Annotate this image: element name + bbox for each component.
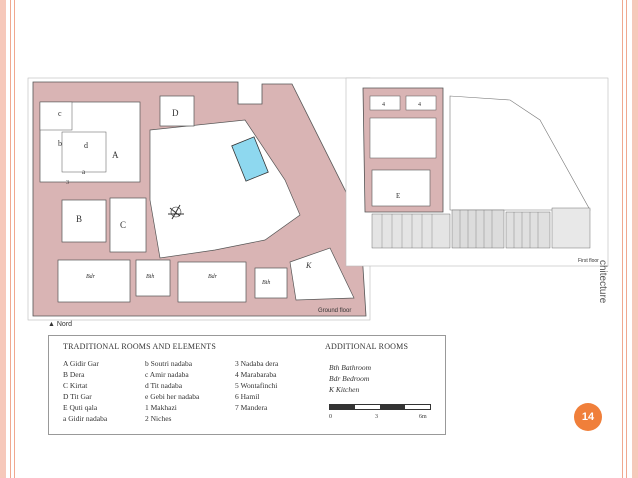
room-bth-2 <box>254 267 288 299</box>
legend-col2: b Soutri nadaba c Amir nadaba d Tit nada… <box>145 358 199 424</box>
label-c: c <box>58 109 62 118</box>
label-4a: 4 <box>382 102 385 108</box>
slide-right-border <box>632 0 638 478</box>
label-A: A <box>112 150 119 160</box>
legend-item: 3 Nadaba dera <box>235 359 279 368</box>
legend-item: Bdr Bedroom <box>329 374 370 383</box>
slide-left-border <box>0 0 6 478</box>
legend: TRADITIONAL ROOMS AND ELEMENTS ADDITIONA… <box>48 335 446 435</box>
legend-item: c Amir nadaba <box>145 370 189 379</box>
room-C <box>109 197 147 253</box>
first-floor-caption: First floor <box>578 258 599 264</box>
slide-right-rule <box>622 0 623 478</box>
label-4b: 4 <box>418 102 421 108</box>
label-b: b <box>58 139 62 148</box>
legend-item: 5 Wontafinchi <box>235 381 278 390</box>
legend-item: Bth Bathroom <box>329 363 372 372</box>
label-C: C <box>120 220 126 230</box>
room-D <box>159 95 195 127</box>
label-bth-1: Bth <box>146 274 154 280</box>
label-D: D <box>172 108 179 118</box>
page-number-badge: 14 <box>574 403 602 431</box>
legend-item: d Tit nadaba <box>145 381 183 390</box>
room-B <box>61 199 107 243</box>
label-B: B <box>76 214 82 224</box>
legend-additional: Bth Bathroom Bdr Bedroom K Kitchen <box>329 362 371 395</box>
legend-item: a Gidir nadaba <box>63 414 108 423</box>
label-a: a <box>82 168 86 176</box>
legend-item: 2 Niches <box>145 414 172 423</box>
room-bdr-1 <box>57 259 131 303</box>
legend-item: 7 Mandera <box>235 403 268 412</box>
legend-item: K Kitchen <box>329 385 360 394</box>
slide-left-rule <box>10 0 11 478</box>
legend-item: 6 Hamil <box>235 392 260 401</box>
slide-left-rule <box>14 0 15 478</box>
label-bdr-1: Bdr <box>86 274 96 280</box>
label-bdr-2: Bdr <box>208 274 218 280</box>
scale-label-0: 0 <box>329 414 332 420</box>
legend-item: E Quti qala <box>63 403 98 412</box>
legend-item: D Tit Gar <box>63 392 92 401</box>
legend-item: A Gidir Gar <box>63 359 99 368</box>
label-3: 3 <box>66 180 69 186</box>
label-d: d <box>84 141 88 150</box>
scale-label-6m: 6m <box>419 414 427 420</box>
legend-additional-title: ADDITIONAL ROOMS <box>325 342 409 351</box>
legend-item: 4 Marabaraba <box>235 370 277 379</box>
label-K: K <box>305 261 312 270</box>
first-floor-plan <box>345 77 609 267</box>
legend-traditional-title: TRADITIONAL ROOMS AND ELEMENTS <box>63 342 217 351</box>
legend-item: e Gebi her nadaba <box>145 392 200 401</box>
legend-item: C Kirtat <box>63 381 88 390</box>
room-E <box>371 169 431 207</box>
legend-item: B Dera <box>63 370 85 379</box>
scale-bar <box>329 404 431 410</box>
room-bth-1 <box>135 259 171 297</box>
side-text: chitecture <box>597 260 608 304</box>
ground-floor-caption: Ground floor <box>318 308 351 314</box>
scale-label-3: 3 <box>375 414 378 420</box>
label-E: E <box>396 192 400 200</box>
legend-col1: A Gidir Gar B Dera C Kirtat D Tit Gar E … <box>63 358 107 424</box>
slide-right-rule <box>626 0 627 478</box>
legend-item: 1 Makhazi <box>145 403 177 412</box>
pool <box>231 136 269 182</box>
room-K <box>289 247 355 301</box>
room-bdr-2 <box>177 261 247 303</box>
north-indicator: ▲ Nord <box>48 321 73 328</box>
label-bth-2: Bth <box>262 280 270 286</box>
ground-floor-plan <box>27 77 371 321</box>
legend-col3: 3 Nadaba dera 4 Marabaraba 5 Wontafinchi… <box>235 358 278 413</box>
legend-item: b Soutri nadaba <box>145 359 193 368</box>
